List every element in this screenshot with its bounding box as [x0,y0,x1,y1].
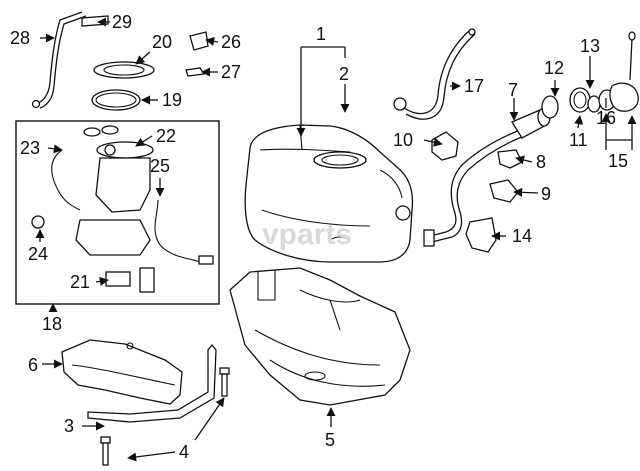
callout-8: 8 [536,152,546,172]
tank-protector [229,267,411,406]
small-brackets [431,131,523,253]
callout-17: 17 [464,76,484,96]
callout-20: 20 [152,32,172,52]
callout-25: 25 [150,156,170,176]
callout-1: 1 [316,24,326,44]
pump-module-internals [31,125,214,293]
heat-shield [61,339,183,405]
callout-4: 4 [179,442,189,462]
pump-module-frame [15,120,220,305]
callout-24: 24 [28,244,48,264]
callout-16: 16 [596,108,616,128]
watermark-text: vparts [262,218,352,251]
callout-22: 22 [156,126,176,146]
filler-neck-parts [541,31,639,119]
callout-6: 6 [28,355,38,375]
callout-29: 29 [112,12,132,32]
callout-18: 18 [42,314,62,334]
callout-labels: 1 2 3 4 5 6 7 8 9 10 11 12 13 14 15 16 1… [10,12,628,462]
tank-strap [87,343,217,423]
filler-pipe [423,107,551,247]
callout-14: 14 [512,226,532,246]
strap-bolts [100,367,230,466]
callout-10: 10 [393,130,413,150]
callout-19: 19 [162,90,182,110]
fuel-tank [244,124,414,263]
callout-15: 15 [608,151,628,171]
callout-7: 7 [508,80,518,100]
callout-3: 3 [64,416,74,436]
callout-2: 2 [339,64,349,84]
callout-5: 5 [325,430,335,450]
leader-lines [35,17,637,462]
breather-hose [393,28,476,120]
fuel-line-and-clamps [31,11,209,111]
callout-9: 9 [541,184,551,204]
callout-23: 23 [20,138,40,158]
callout-11: 11 [569,130,588,150]
callout-26: 26 [221,32,241,52]
callout-21: 21 [70,272,90,292]
callout-13: 13 [580,36,600,56]
callout-27: 27 [221,62,241,82]
callout-12: 12 [544,58,564,78]
callout-28: 28 [10,28,30,48]
